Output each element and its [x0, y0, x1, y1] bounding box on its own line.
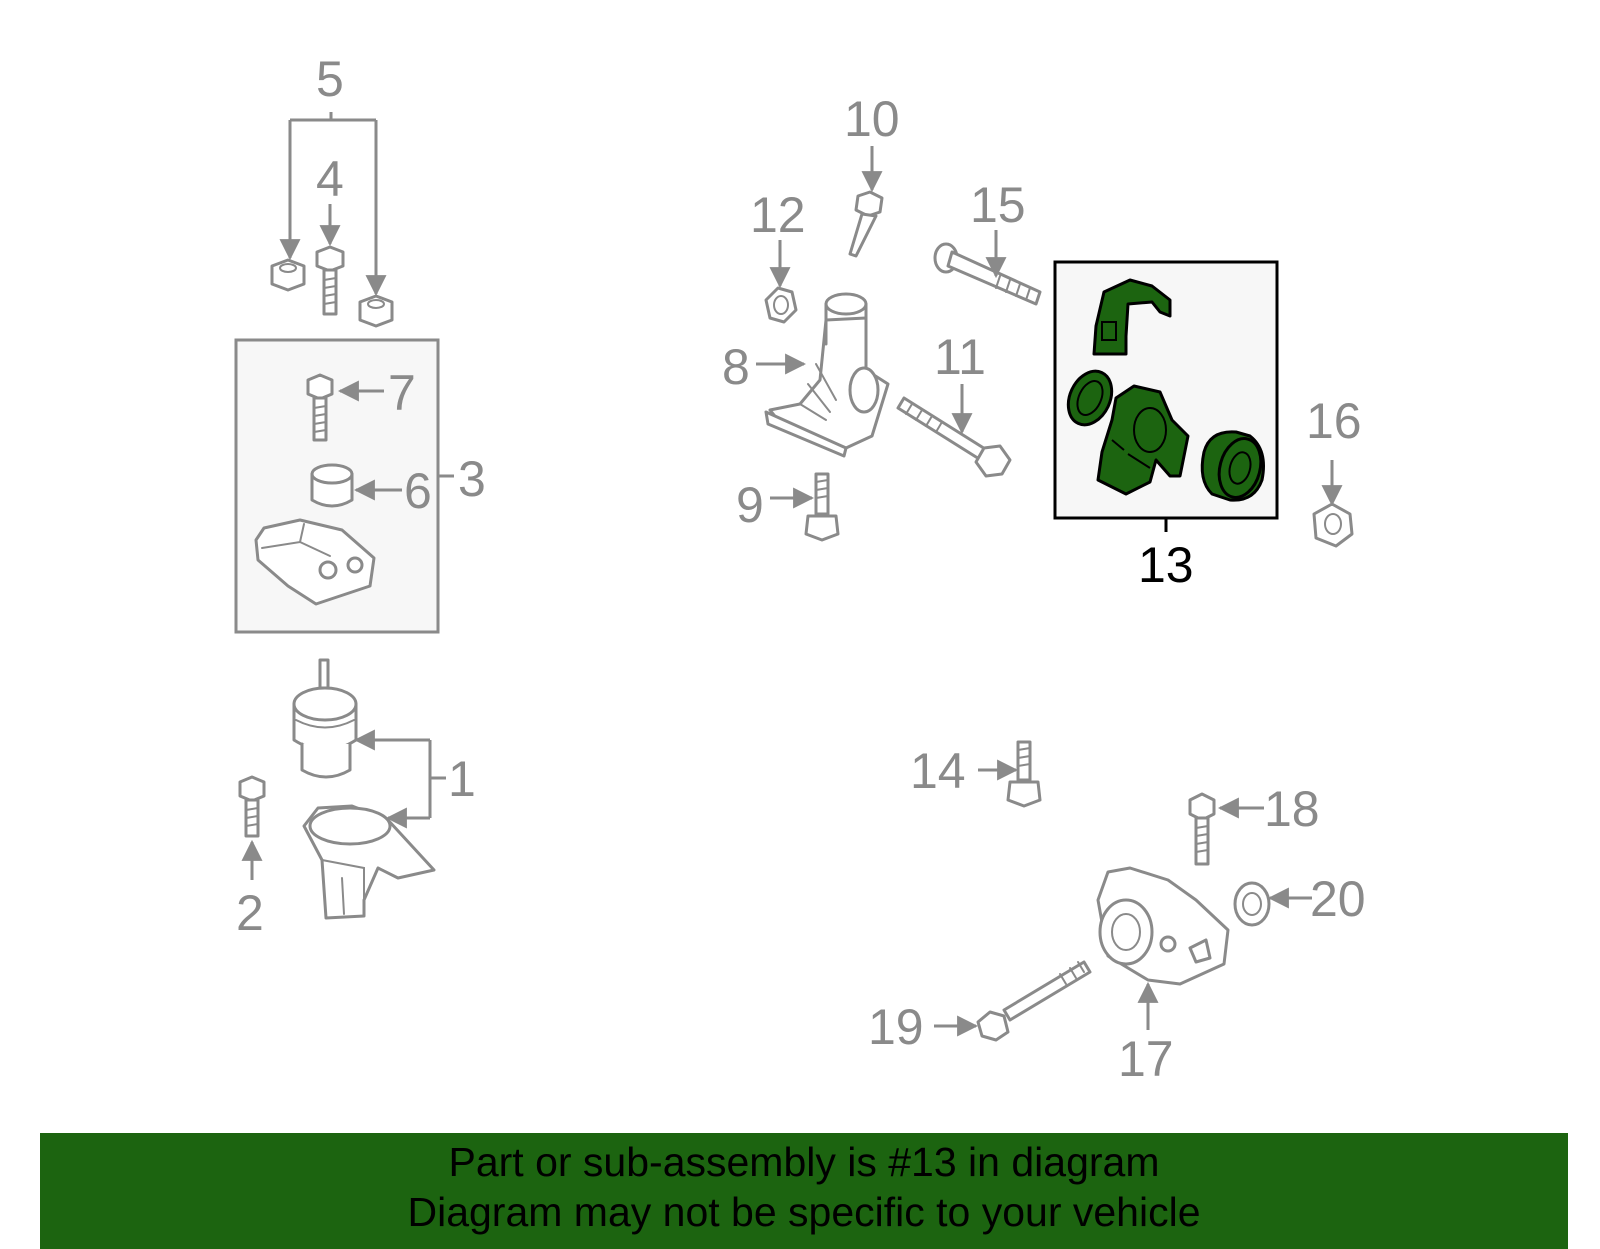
nut-12[interactable] — [764, 286, 798, 324]
bolt-4[interactable] — [315, 245, 345, 316]
mount-13-washer[interactable] — [1060, 364, 1120, 432]
bracket-3[interactable] — [254, 518, 376, 606]
callout-2: 2 — [236, 885, 264, 941]
callout-18: 18 — [1264, 781, 1320, 837]
callout-9: 9 — [736, 477, 764, 533]
callout-16: 16 — [1306, 393, 1362, 449]
callout-20: 20 — [1310, 871, 1366, 927]
screw-10[interactable] — [848, 190, 884, 258]
callout-15: 15 — [970, 177, 1026, 233]
callout-17: 17 — [1118, 1031, 1174, 1087]
callout-11: 11 — [934, 329, 986, 385]
nut-20[interactable] — [1233, 881, 1271, 927]
mount-13-bushing[interactable] — [1200, 430, 1267, 502]
callout-8: 8 — [722, 339, 750, 395]
bolt-15[interactable] — [933, 242, 1042, 306]
callout-10: 10 — [844, 91, 900, 147]
engine-mount-1-lower[interactable] — [302, 804, 436, 920]
info-banner: Part or sub-assembly is #13 in diagram D… — [40, 1133, 1568, 1249]
callout-6: 6 — [404, 463, 432, 519]
engine-mount-1-upper[interactable] — [292, 658, 358, 779]
bracket-8[interactable] — [764, 292, 890, 458]
bolt-2[interactable] — [238, 775, 266, 838]
leader-1 — [428, 740, 446, 818]
mount-13-body[interactable] — [1096, 384, 1190, 496]
sleeve-6[interactable] — [310, 463, 354, 508]
callout-13: 13 — [1138, 537, 1194, 593]
callout-7: 7 — [388, 365, 416, 421]
bolt-11[interactable] — [896, 396, 1012, 478]
callout-1: 1 — [448, 751, 476, 807]
callout-5: 5 — [316, 51, 344, 107]
callout-3: 3 — [458, 451, 486, 507]
callout-4: 4 — [316, 151, 344, 207]
bolt-18[interactable] — [1188, 792, 1216, 866]
nut-16[interactable] — [1312, 502, 1354, 548]
bolt-9[interactable] — [804, 472, 840, 542]
nut-5-right[interactable] — [358, 294, 394, 328]
banner-line-2: Diagram may not be specific to your vehi… — [407, 1189, 1201, 1235]
banner-line-1: Part or sub-assembly is #13 in diagram — [448, 1139, 1160, 1185]
mount-13-upper-bracket[interactable] — [1092, 278, 1172, 356]
nut-5-left[interactable] — [270, 258, 306, 292]
callout-12: 12 — [750, 187, 806, 243]
bolt-19[interactable] — [976, 960, 1092, 1042]
callout-14: 14 — [910, 743, 966, 799]
bolt-7[interactable] — [306, 373, 334, 442]
bolt-14[interactable] — [1006, 740, 1042, 808]
mount-17[interactable] — [1096, 866, 1230, 986]
callout-19: 19 — [868, 999, 924, 1055]
